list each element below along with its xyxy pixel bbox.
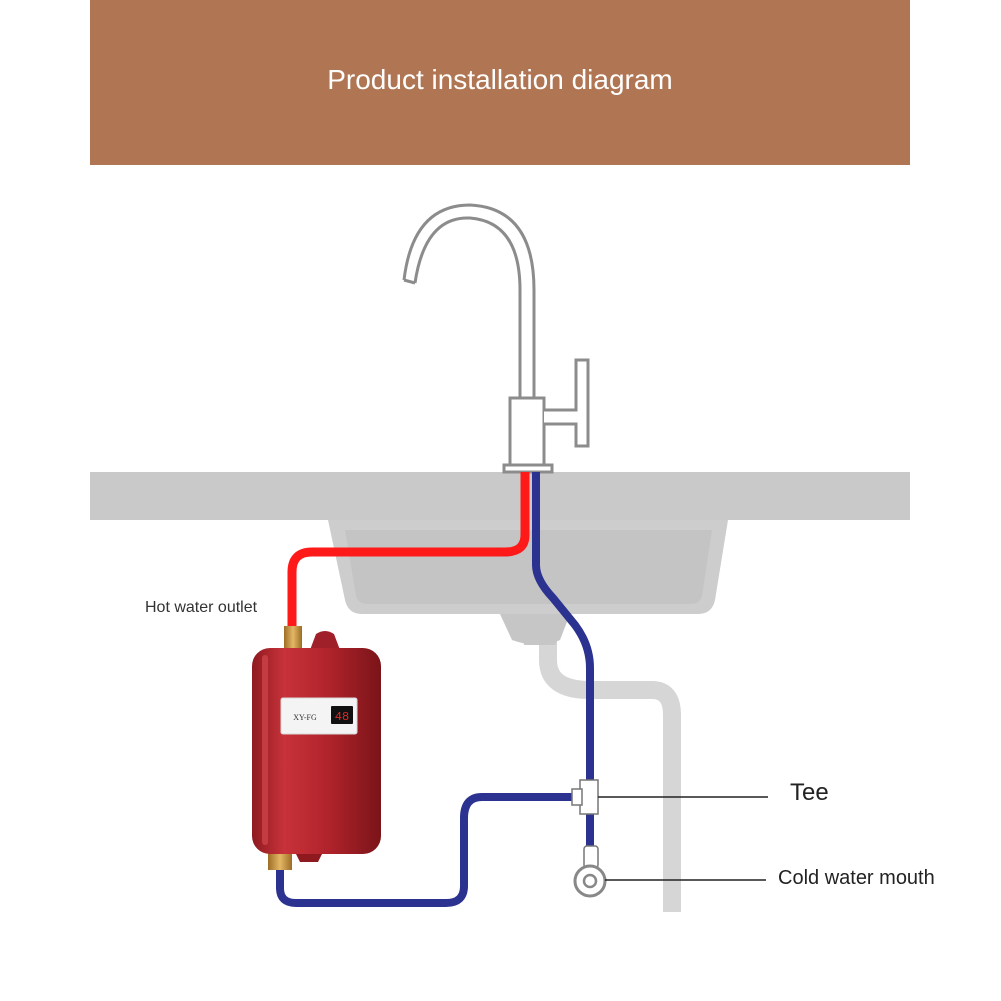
control-panel: XY-FG 48 [280,697,358,735]
hot-water-outlet-label: Hot water outlet [145,599,258,616]
diagram-title: Product installation diagram [327,64,673,95]
tee-label: Tee [790,779,829,806]
faucet-icon [402,203,590,474]
hot-water-pipe [287,472,530,630]
cold-water-pipe-heater [276,793,578,907]
cold-water-pipe-faucet [532,472,594,790]
heater-display-readout: 48 [335,710,349,724]
tee-fitting-icon [571,779,599,815]
cold-water-valve-icon [573,845,607,898]
water-heater: XY-FG 48 [252,626,381,870]
sink-basin [328,520,728,645]
cold-water-mouth-label: Cold water mouth [778,867,935,889]
heater-brand-label: XY-FG [293,713,317,722]
header-banner: Product installation diagram [90,0,910,165]
countertop [90,472,910,520]
